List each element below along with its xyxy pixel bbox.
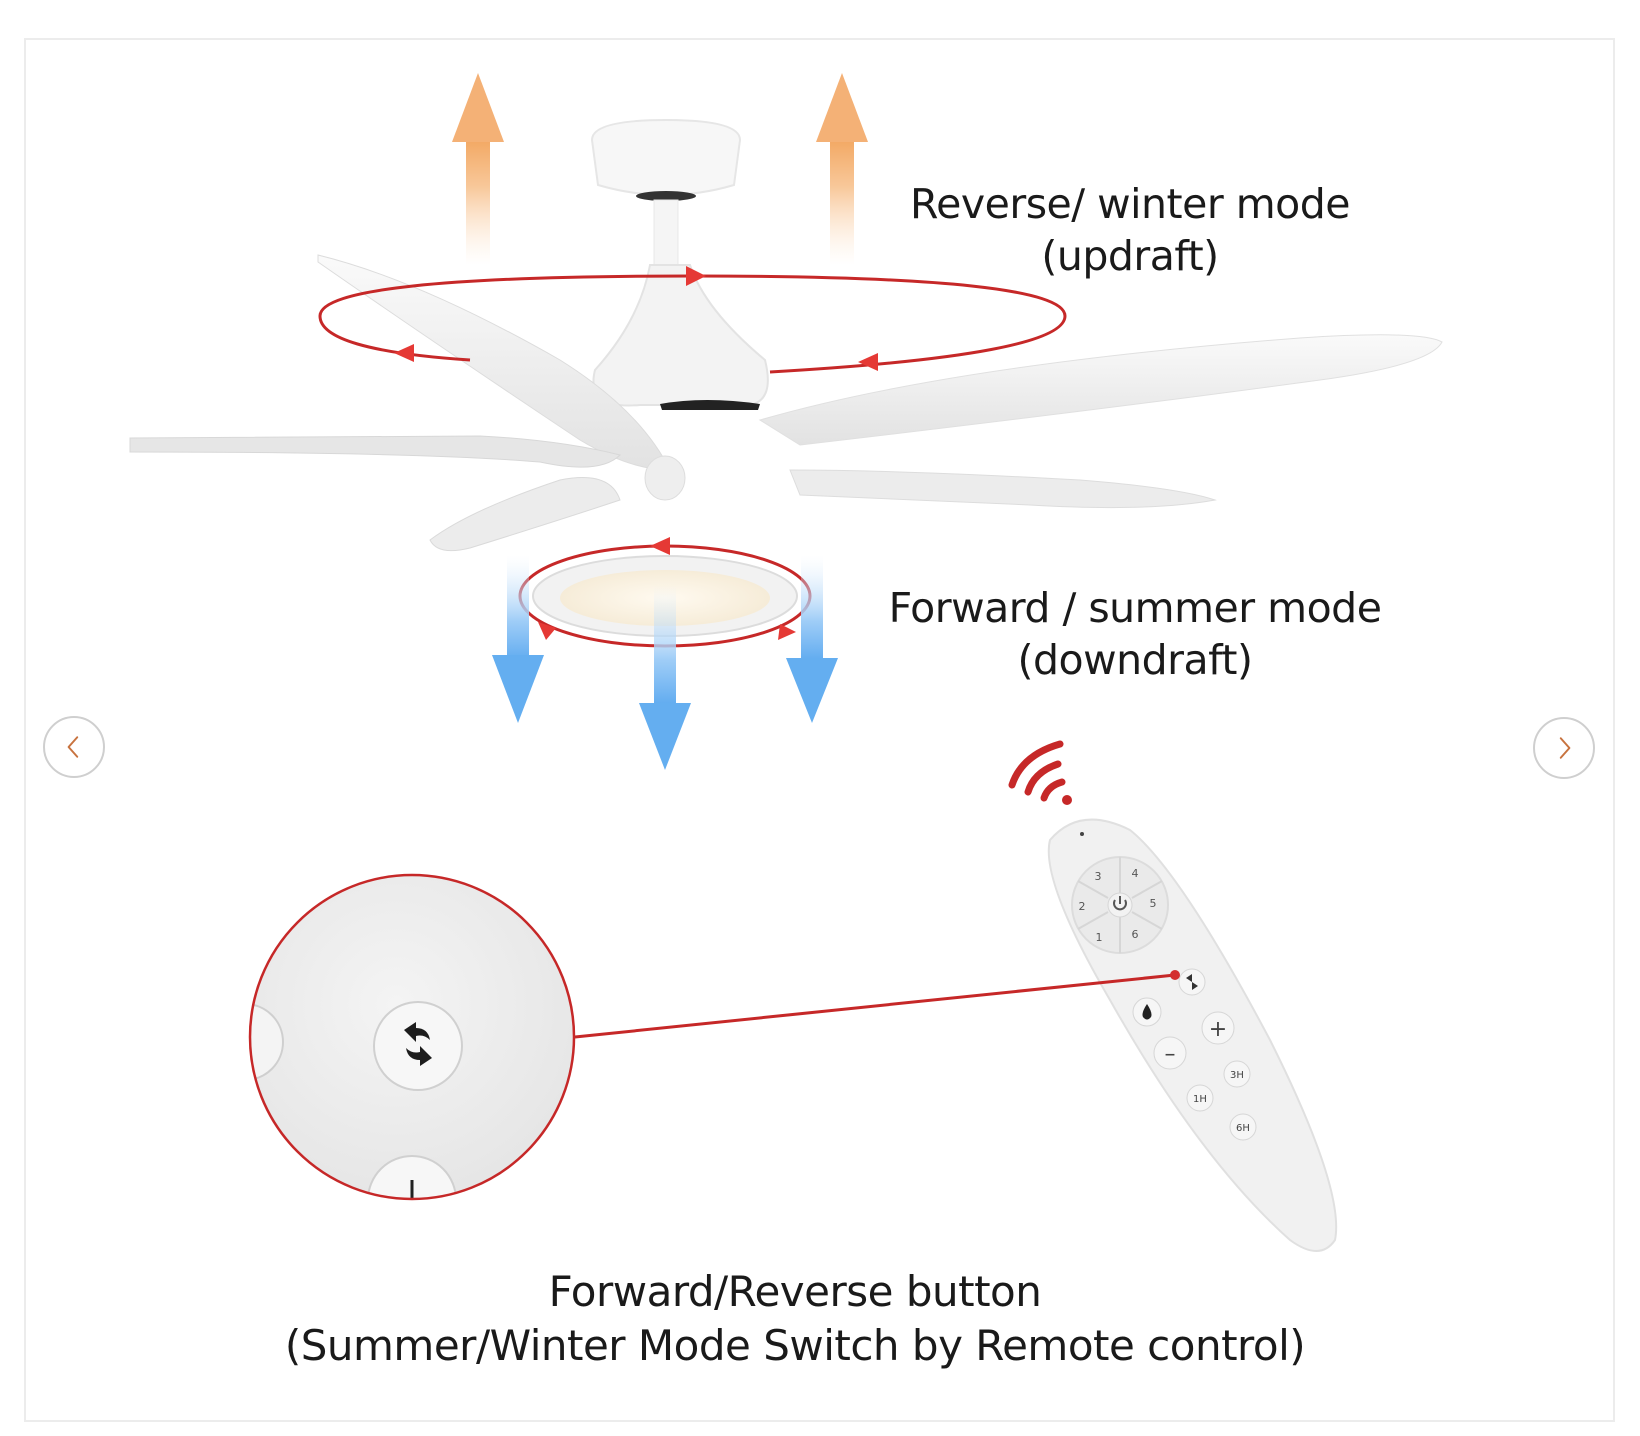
- chevron-right-icon: [1559, 737, 1571, 759]
- callout-dot: [1170, 970, 1180, 980]
- speed-button-1[interactable]: 1: [1096, 931, 1103, 944]
- reverse-rotation-indicator: [318, 266, 1067, 374]
- light-icon: [1142, 1004, 1152, 1020]
- reverse-icon: [1186, 974, 1198, 990]
- chevron-left-icon: [67, 736, 79, 758]
- speed-button-4[interactable]: 4: [1132, 867, 1139, 880]
- updraft-arrow-right: [816, 73, 868, 265]
- signal-icon: [1008, 740, 1072, 805]
- downdraft-arrow-center: [639, 585, 691, 770]
- button-caption-subtitle: (Summer/Winter Mode Switch by Remote con…: [284, 1320, 1306, 1370]
- winter-mode-subtitle: (updraft): [1041, 232, 1219, 281]
- downdraft-arrow-left: [492, 555, 544, 723]
- power-icon: [1107, 892, 1133, 918]
- motor-vent: [660, 400, 760, 410]
- timer-1h-button[interactable]: 1H: [1193, 1094, 1207, 1105]
- downdraft-arrow-right: [786, 555, 838, 723]
- updraft-arrow-left: [452, 73, 504, 265]
- forward-summer-mode-label: Forward / summer mode (downdraft): [850, 582, 1420, 687]
- previous-image-button[interactable]: [43, 716, 105, 778]
- svg-text:–[interactable]: –: [1165, 1042, 1176, 1067]
- summer-mode-title: Forward / summer mode: [888, 584, 1382, 632]
- product-image-frame: [24, 38, 1615, 1422]
- button-caption-title: Forward/Reverse button: [548, 1267, 1042, 1316]
- fan-blades: [129, 254, 1443, 552]
- fan-motor-housing: [592, 264, 769, 407]
- speed-button-6[interactable]: 6: [1132, 928, 1139, 941]
- speed-button-2[interactable]: 2: [1079, 900, 1086, 913]
- speed-button-5[interactable]: 5: [1150, 897, 1157, 910]
- reverse-icon: [404, 1022, 432, 1066]
- reverse-winter-mode-label: Reverse/ winter mode (updraft): [860, 178, 1400, 283]
- reverse-button: [1178, 968, 1206, 996]
- winter-mode-title: Reverse/ winter mode: [909, 180, 1351, 228]
- plus-button: [1201, 1011, 1235, 1045]
- summer-mode-subtitle: (downdraft): [1017, 636, 1253, 685]
- forward-reverse-button-caption: Forward/Reverse button (Summer/Winter Mo…: [220, 1265, 1370, 1373]
- next-image-button[interactable]: [1533, 717, 1595, 779]
- minus-button: [1153, 1036, 1187, 1070]
- fan-canopy: [590, 118, 742, 271]
- timer-3h-button[interactable]: 3H: [1230, 1070, 1244, 1081]
- remote-control: 1 2 3 4 5 6 + – 1H 3H 6H: [1047, 818, 1338, 1252]
- speed-button-3[interactable]: 3: [1095, 870, 1102, 883]
- callout-line: [574, 973, 1176, 1039]
- reverse-button-closeup: [248, 873, 576, 1201]
- svg-text:+[interactable]: +: [1209, 1017, 1227, 1042]
- timer-6h-button[interactable]: 6H: [1236, 1123, 1250, 1134]
